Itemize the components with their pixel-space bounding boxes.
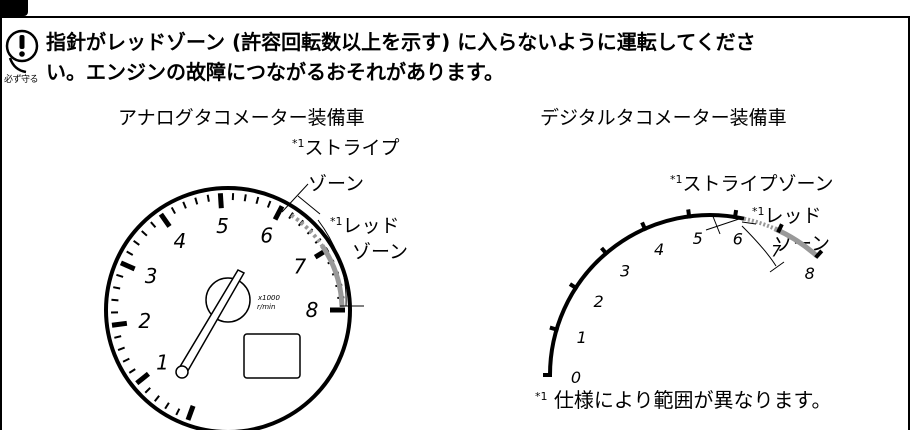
analog-stripe-line-1: ストライプ [304,137,400,159]
footnote: *1 仕様により範囲が異なります。 [535,384,831,413]
digital-red-mark: *1 [752,205,765,218]
analog-major-tick [272,205,285,221]
analog-dial-number: 5 [216,214,229,238]
section-tab-mark [0,0,28,16]
analog-red-line-2: ゾーン [352,241,409,263]
analog-minor-tick [111,298,119,302]
warning-frame [0,16,910,430]
analog-minor-tick [206,194,210,202]
analog-needle-pivot [175,365,189,379]
analog-minor-tick [164,402,170,410]
analog-major-tick [135,371,151,386]
analog-minor-tick [113,286,121,290]
analog-dial-number: 1 [156,351,169,375]
footnote-mark: *1 [535,390,548,403]
analog-minor-tick [175,408,181,416]
exclamation-icon [5,29,39,74]
analog-stripe-zone [290,213,324,247]
analog-unit-line-2: r/min [257,303,275,311]
analog-display-window [243,333,301,379]
analog-red-callout: *1レッド [330,214,400,241]
analog-minor-tick [122,357,130,363]
analog-minor-tick [255,196,260,205]
analog-major-tick [119,260,136,272]
analog-minor-tick [194,197,199,205]
analog-stripe-mark: *1 [292,137,305,150]
analog-zone-divider [297,195,321,215]
digital-stripe-mark: *1 [670,173,683,186]
analog-unit-line-1: x1000 [257,294,281,302]
analog-dial-number: 3 [145,264,158,288]
analog-stripe-leader [281,183,309,213]
analog-minor-tick [126,250,134,256]
analog-heading: アナログタコメーター装備車 [118,107,365,129]
analog-minor-tick [170,206,176,215]
analog-stripe-line-2: ゾーン [308,173,365,195]
analog-red-zone [320,244,345,307]
analog-red-mark: *1 [330,215,343,228]
digital-stripe-label: ストライプゾーン [682,173,834,195]
analog-minor-tick [114,335,122,339]
digital-red-callout: *1レッド [752,204,822,231]
analog-minor-tick [133,240,140,246]
analog-minor-tick [153,395,160,402]
analog-dial-number: 2 [138,309,151,333]
digital-red-line-1: レッド [764,205,822,227]
analog-red-line-1: レッド [342,215,400,237]
footnote-text: 仕様により範囲が異なります。 [553,388,832,412]
analog-minor-tick [150,221,157,228]
analog-dial-ticks [111,193,345,421]
analog-major-tick [217,193,224,209]
analog-minor-tick [128,368,136,374]
analog-major-tick [111,320,128,328]
icon-caption: 必ず守る [4,75,39,85]
analog-major-tick [185,404,196,421]
analog-dial-number: 7 [293,254,306,278]
analog-dial-number: 6 [260,223,273,247]
warning-block-icon: 必ず守る [4,28,40,90]
digital-stripe-callout: *1ストライプゾーン [670,172,834,199]
analog-minor-tick [243,194,247,202]
warning-text: 指針がレッドゾーン (許容回転数以上を示す) に入らないように運転してくださ い… [46,27,906,87]
warning-line-1: 指針がレッドゾーン (許容回転数以上を示す) に入らないように運転してくださ [46,30,756,54]
analog-minor-tick [266,200,272,208]
analog-minor-tick [141,230,148,237]
analog-dial-number: 4 [173,229,186,253]
analog-major-tick [158,212,172,228]
warning-line-2: い。エンジンの故障につながるおそれがあります。 [46,60,504,84]
analog-minor-tick [117,346,125,351]
analog-red-bracket [317,219,347,307]
analog-minor-tick [144,387,151,394]
digital-heading: デジタルタコメーター装備車 [540,107,787,129]
analog-stripe-callout: *1ストライプ [292,136,400,163]
analog-dial-number: 8 [306,298,319,322]
analog-minor-tick [182,201,187,209]
analog-minor-tick [116,273,124,278]
